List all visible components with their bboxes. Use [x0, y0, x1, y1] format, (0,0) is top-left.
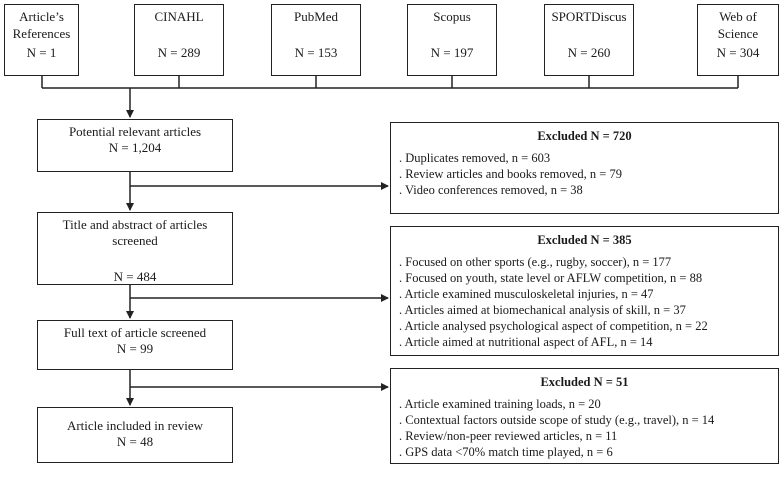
flow-count: N = 99: [116, 341, 154, 356]
source-count: N = 153: [294, 45, 338, 60]
flow-count: N = 1,204: [108, 140, 162, 155]
excluded-item: . Video conferences removed, n = 38: [399, 183, 583, 197]
flow-label: Full text of article screened: [63, 325, 207, 340]
source-box-web-of-science: Web of Science N = 304: [697, 4, 779, 76]
flow-count: N = 484: [113, 269, 157, 284]
excluded-title: Excluded N = 385: [537, 233, 632, 247]
excluded-box-720: Excluded N = 720 . Duplicates removed, n…: [390, 122, 779, 214]
excluded-item: . Duplicates removed, n = 603: [399, 151, 551, 165]
source-box-pubmed: PubMed N = 153: [271, 4, 361, 76]
source-box-sportdiscus: SPORTDiscus N = 260: [544, 4, 634, 76]
source-count: N = 197: [430, 45, 474, 60]
source-name: Web of Science: [717, 9, 759, 41]
flow-label: Article included in review: [66, 418, 204, 433]
excluded-item: . Focused on other sports (e.g., rugby, …: [399, 255, 672, 269]
excluded-box-51: Excluded N = 51 . Article examined train…: [390, 368, 779, 464]
source-name: SPORTDiscus: [551, 9, 627, 24]
source-name: Article’s References: [12, 9, 71, 41]
excluded-item: . Article analysed psychological aspect …: [399, 319, 708, 333]
flow-count: N = 48: [116, 434, 154, 449]
source-box-cinahl: CINAHL N = 289: [134, 4, 224, 76]
excluded-box-385: Excluded N = 385 . Focused on other spor…: [390, 226, 779, 356]
source-name: PubMed: [293, 9, 339, 24]
excluded-item: . Article aimed at nutritional aspect of…: [399, 335, 653, 349]
flow-label: Potential relevant articles: [68, 124, 202, 139]
source-count: N = 304: [716, 45, 760, 60]
flow-box-title-abstract: Title and abstract of articles screened …: [37, 212, 233, 285]
excluded-item: . Review/non-peer reviewed articles, n =…: [399, 429, 618, 443]
excluded-item: . Article examined musculoskeletal injur…: [399, 287, 654, 301]
source-box-scopus: Scopus N = 197: [407, 4, 497, 76]
excluded-item: . Articles aimed at biomechanical analys…: [399, 303, 686, 317]
excluded-item: . Article examined training loads, n = 2…: [399, 397, 601, 411]
flow-box-potential-relevant: Potential relevant articles N = 1,204: [37, 119, 233, 172]
source-name: Scopus: [433, 9, 471, 24]
excluded-item: . GPS data <70% match time played, n = 6: [399, 445, 613, 459]
source-count: N = 289: [157, 45, 201, 60]
flow-label: Title and abstract of articles screened: [62, 217, 208, 248]
excluded-title: Excluded N = 51: [540, 375, 629, 389]
source-name: CINAHL: [154, 9, 204, 24]
flow-box-included: Article included in review N = 48: [37, 407, 233, 463]
source-box-article-references: Article’s References N = 1: [4, 4, 79, 76]
excluded-title: Excluded N = 720: [537, 129, 632, 143]
excluded-item: . Review articles and books removed, n =…: [399, 167, 622, 181]
source-count: N = 260: [567, 45, 611, 60]
excluded-item: . Contextual factors outside scope of st…: [399, 413, 715, 427]
flow-box-full-text: Full text of article screened N = 99: [37, 320, 233, 370]
source-count: N = 1: [26, 45, 57, 60]
excluded-item: . Focused on youth, state level or AFLW …: [399, 271, 703, 285]
